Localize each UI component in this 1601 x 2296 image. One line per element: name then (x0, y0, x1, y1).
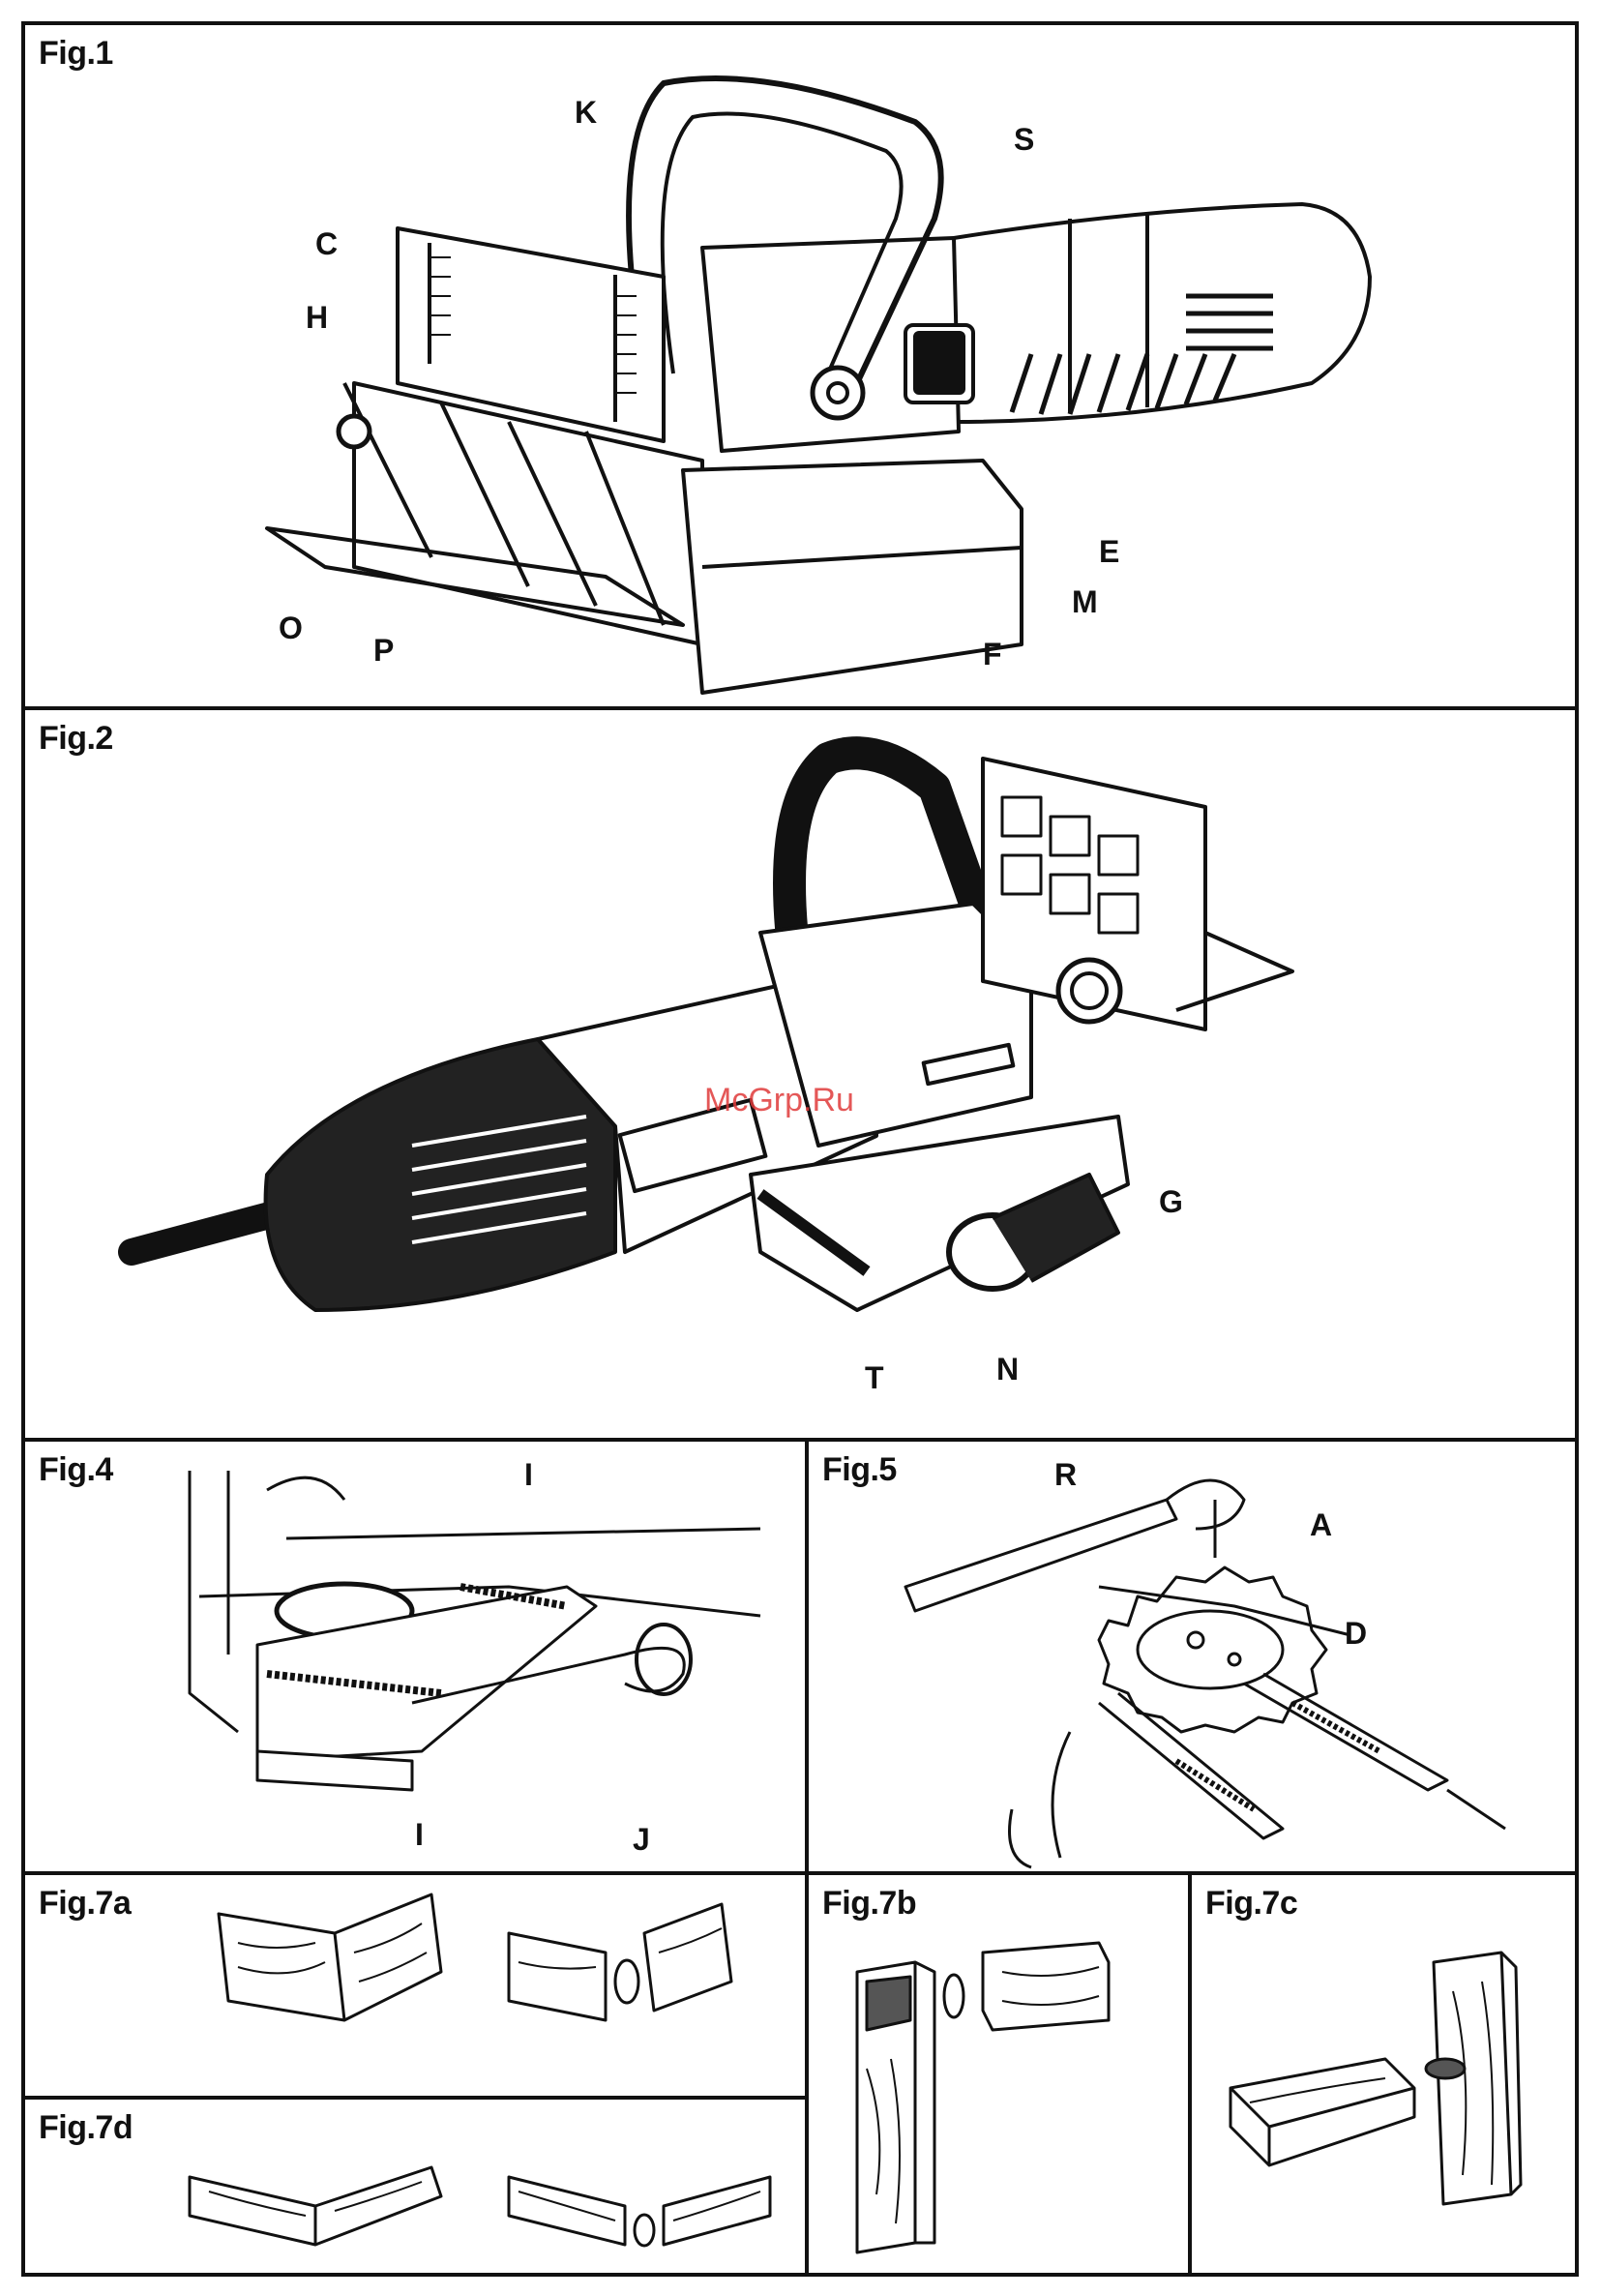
callout-c: C (315, 226, 338, 262)
blade-change-illustration (809, 1442, 1579, 1875)
figure-7d-panel: Fig.7d (21, 2096, 809, 2277)
biscuit-joiner-illustration-front (25, 25, 1579, 710)
callout-i-top: I (524, 1457, 533, 1493)
figure-5-panel: Fig.5 R A D (805, 1438, 1579, 1875)
callout-f: F (983, 637, 1002, 672)
callout-p: P (373, 633, 394, 669)
figure-7b-panel: Fig.7b (805, 1871, 1192, 2277)
edge-joint-illustration (1192, 1875, 1579, 2277)
callout-n: N (996, 1352, 1019, 1387)
biscuit-joiner-illustration-side (25, 710, 1579, 1442)
figure-1-panel: Fig.1 (21, 21, 1579, 710)
figure-4-panel: Fig.4 I I J (21, 1438, 809, 1875)
callout-a: A (1310, 1507, 1332, 1543)
callout-d: D (1345, 1616, 1367, 1652)
corner-joint-illustration (25, 1875, 809, 2100)
callout-s: S (1014, 122, 1034, 158)
callout-g: G (1159, 1184, 1183, 1220)
watermark: McGrp.Ru (704, 1082, 854, 1119)
callout-e: E (1099, 534, 1119, 570)
callout-r: R (1054, 1457, 1077, 1493)
blade-cover-springs-illustration (25, 1442, 809, 1875)
callout-o: O (279, 611, 303, 646)
callout-j: J (633, 1822, 650, 1858)
callout-i-bottom: I (415, 1817, 424, 1853)
callout-k: K (575, 95, 597, 131)
callout-m: M (1072, 584, 1098, 620)
callout-t: T (865, 1360, 884, 1396)
t-joint-illustration (809, 1875, 1192, 2277)
mitre-joint-illustration (25, 2100, 809, 2277)
figure-2-panel: Fig.2 (21, 706, 1579, 1442)
callout-h: H (306, 300, 328, 336)
figure-7a-panel: Fig.7a (21, 1871, 809, 2100)
figure-7c-panel: Fig.7c (1188, 1871, 1579, 2277)
